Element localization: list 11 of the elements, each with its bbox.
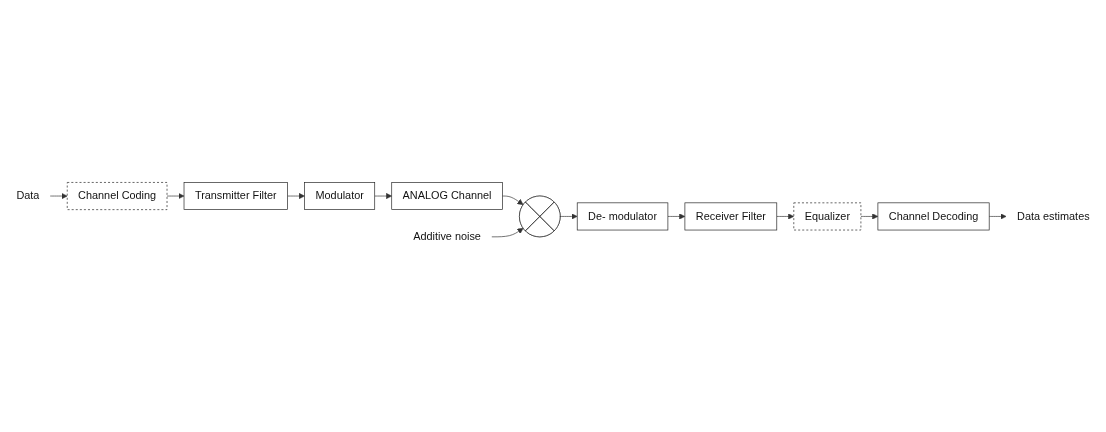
node-box: Modulator xyxy=(304,181,376,210)
node-box: Receiver Filter xyxy=(684,202,778,230)
node-text: Data estimates xyxy=(1017,209,1090,222)
node-text: Data xyxy=(16,189,40,202)
node-box: ANALOG Channel xyxy=(391,181,503,210)
node-box: De- modulator xyxy=(576,202,669,230)
node-box: Channel Coding xyxy=(66,181,168,210)
node-box: Channel Decoding xyxy=(877,202,990,230)
node-box: Transmitter Filter xyxy=(183,181,288,210)
node-text: Additive noise xyxy=(413,230,481,242)
node-box: Equalizer xyxy=(793,202,862,230)
